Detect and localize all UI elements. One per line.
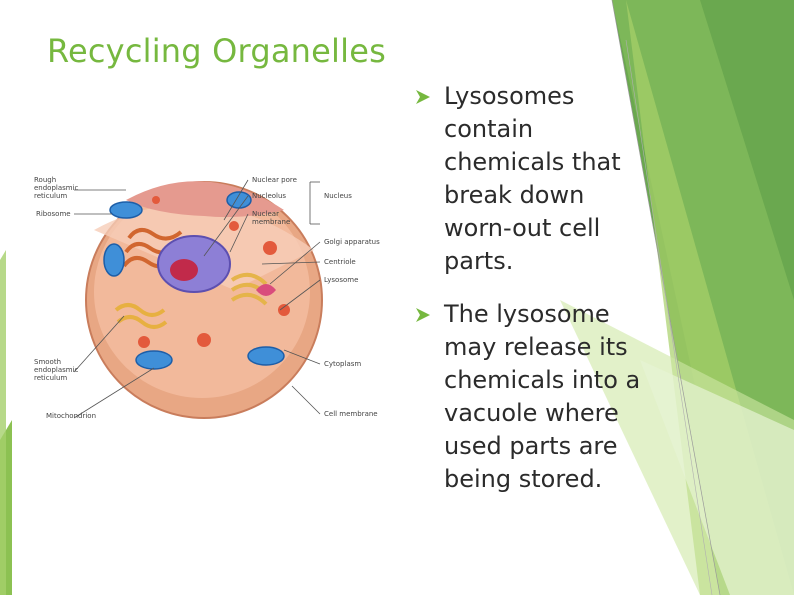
bullet-list: Lysosomes contain chemicals that break d…: [414, 80, 646, 516]
label-nuclear-membrane-1: Nuclear: [252, 210, 279, 218]
bullet-item: Lysosomes contain chemicals that break d…: [414, 80, 646, 278]
label-smooth-er-3: reticulum: [34, 374, 67, 382]
lysosome-shapes: [138, 196, 290, 348]
diagram-labels: Rough endoplasmic reticulum Ribosome Smo…: [34, 176, 380, 420]
diamond-arrow-icon: [416, 308, 430, 322]
smooth-er-shape: [114, 303, 168, 329]
label-smooth-er-1: Smooth: [34, 358, 61, 366]
deco-line-2: [625, 39, 713, 595]
label-mitochondrion: Mitochondrion: [46, 412, 96, 420]
label-nuclear-pore: Nuclear pore: [252, 176, 297, 184]
label-lysosome: Lysosome: [324, 276, 358, 284]
label-cytoplasm: Cytoplasm: [324, 360, 361, 368]
leader-lines: [73, 179, 321, 419]
nucleus-shape: [157, 235, 231, 293]
label-rough-er-2: endoplasmic: [34, 184, 79, 192]
bullet-item: The lysosome may release its chemicals i…: [414, 298, 646, 496]
bullet-text: Lysosomes contain chemicals that break d…: [444, 82, 621, 275]
label-rough-er-3: reticulum: [34, 192, 67, 200]
animal-cell-diagram: Rough endoplasmic reticulum Ribosome Smo…: [34, 176, 380, 420]
label-nucleolus: Nucleolus: [252, 192, 286, 200]
label-ribosome: Ribosome: [36, 210, 71, 218]
diamond-arrow-icon: [416, 90, 430, 104]
label-golgi: Golgi apparatus: [324, 238, 380, 246]
label-centriole: Centriole: [324, 258, 356, 266]
label-nuclear-membrane-2: membrane: [252, 218, 290, 226]
label-smooth-er-2: endoplasmic: [34, 366, 79, 374]
label-cell-membrane: Cell membrane: [324, 410, 378, 418]
deco-left-edge-2: [0, 250, 6, 595]
deco-pale-green-wedge-2: [640, 360, 794, 595]
slide-title: Recycling Organelles: [47, 32, 386, 70]
bullet-text: The lysosome may release its chemicals i…: [444, 300, 641, 493]
label-nucleus: Nucleus: [324, 192, 352, 200]
mitochondria-shapes: [103, 191, 285, 370]
label-rough-er-1: Rough: [34, 176, 56, 184]
